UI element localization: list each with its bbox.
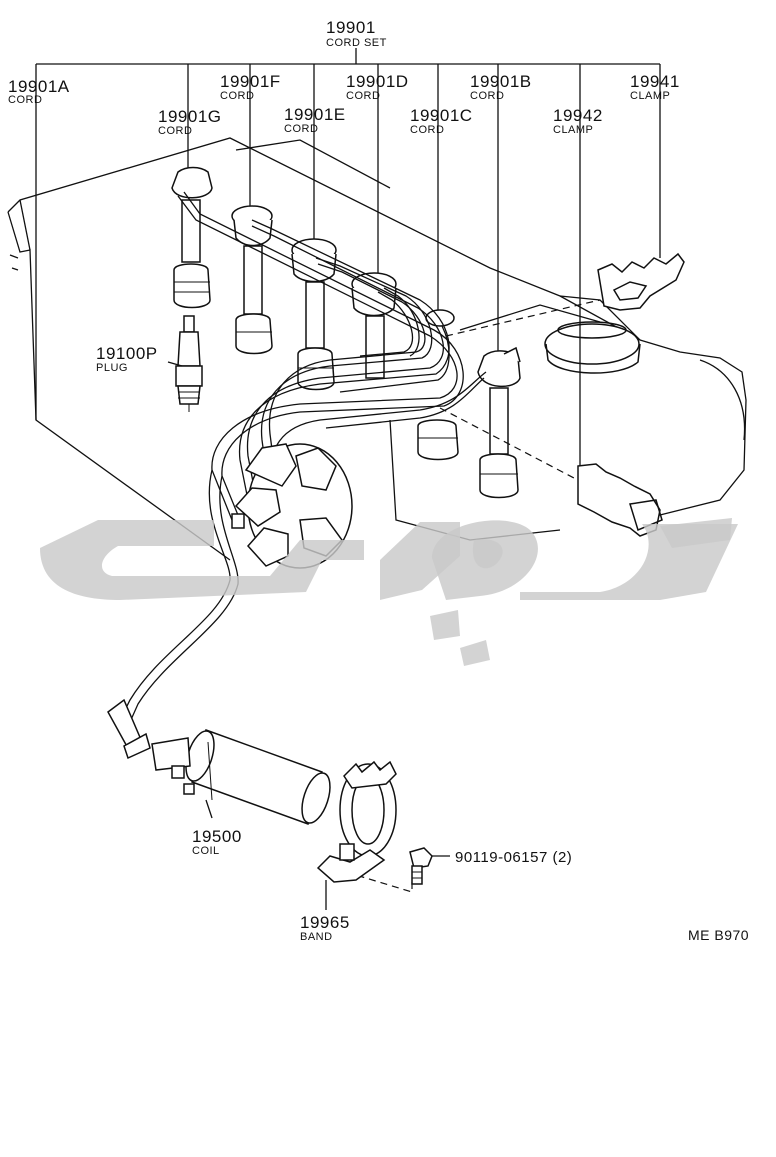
label-cord-b-name: CORD bbox=[470, 90, 504, 102]
label-cord-f-name: CORD bbox=[220, 90, 254, 102]
plug-boot-b bbox=[477, 346, 521, 499]
label-clamp-19941-name: CLAMP bbox=[630, 90, 670, 102]
label-clamp-19942-name: CLAMP bbox=[553, 124, 593, 136]
spark-plug bbox=[175, 315, 203, 412]
label-bolt-number: 90119-06157 (2) bbox=[455, 849, 572, 866]
callout-lines bbox=[35, 48, 661, 470]
engine-head-outline bbox=[7, 137, 747, 561]
callout-labels: 19901 CORD SET 19901A CORD 19901F CORD 1… bbox=[8, 18, 749, 943]
label-cord-c-number: 19901C bbox=[410, 106, 473, 125]
coil-cord-boot bbox=[107, 698, 151, 760]
plug-boot-g bbox=[171, 166, 213, 309]
label-clamp-19941-number: 19941 bbox=[630, 72, 680, 91]
label-band-name: BAND bbox=[300, 931, 333, 943]
label-band-number: 19965 bbox=[300, 913, 350, 932]
clamp-19941 bbox=[597, 252, 685, 311]
label-plug-name: PLUG bbox=[96, 362, 128, 374]
coil-band bbox=[316, 760, 397, 883]
label-cord-d-number: 19901D bbox=[346, 72, 409, 91]
plug-boot-e bbox=[291, 238, 337, 391]
label-cord-set-number: 19901 bbox=[326, 18, 376, 37]
label-cord-f-number: 19901F bbox=[220, 72, 281, 91]
label-cord-g-number: 19901G bbox=[158, 107, 222, 126]
clamp-19942 bbox=[577, 463, 663, 537]
label-cord-c-name: CORD bbox=[410, 124, 444, 136]
label-coil-name: COIL bbox=[192, 845, 220, 857]
plug-boot-f bbox=[231, 205, 273, 355]
label-cord-d-name: CORD bbox=[346, 90, 380, 102]
oil-filler-cap bbox=[544, 321, 641, 374]
ignition-coil bbox=[151, 729, 331, 825]
label-cord-b-number: 19901B bbox=[470, 72, 532, 91]
label-leaders bbox=[167, 361, 327, 910]
watermark-logo bbox=[40, 518, 738, 666]
label-clamp-19942-number: 19942 bbox=[553, 106, 603, 125]
label-cord-a-name: CORD bbox=[8, 94, 42, 106]
label-cord-g-name: CORD bbox=[158, 125, 192, 137]
diagram-code: ME B970 bbox=[688, 927, 749, 943]
label-coil-number: 19500 bbox=[192, 827, 242, 846]
label-cord-e-name: CORD bbox=[284, 123, 318, 135]
label-cord-set-name: CORD SET bbox=[326, 37, 387, 49]
label-cord-e-number: 19901E bbox=[284, 105, 346, 124]
label-plug-number: 19100P bbox=[96, 344, 158, 363]
bolt bbox=[409, 847, 450, 885]
label-cord-a-number: 19901A bbox=[8, 77, 70, 96]
